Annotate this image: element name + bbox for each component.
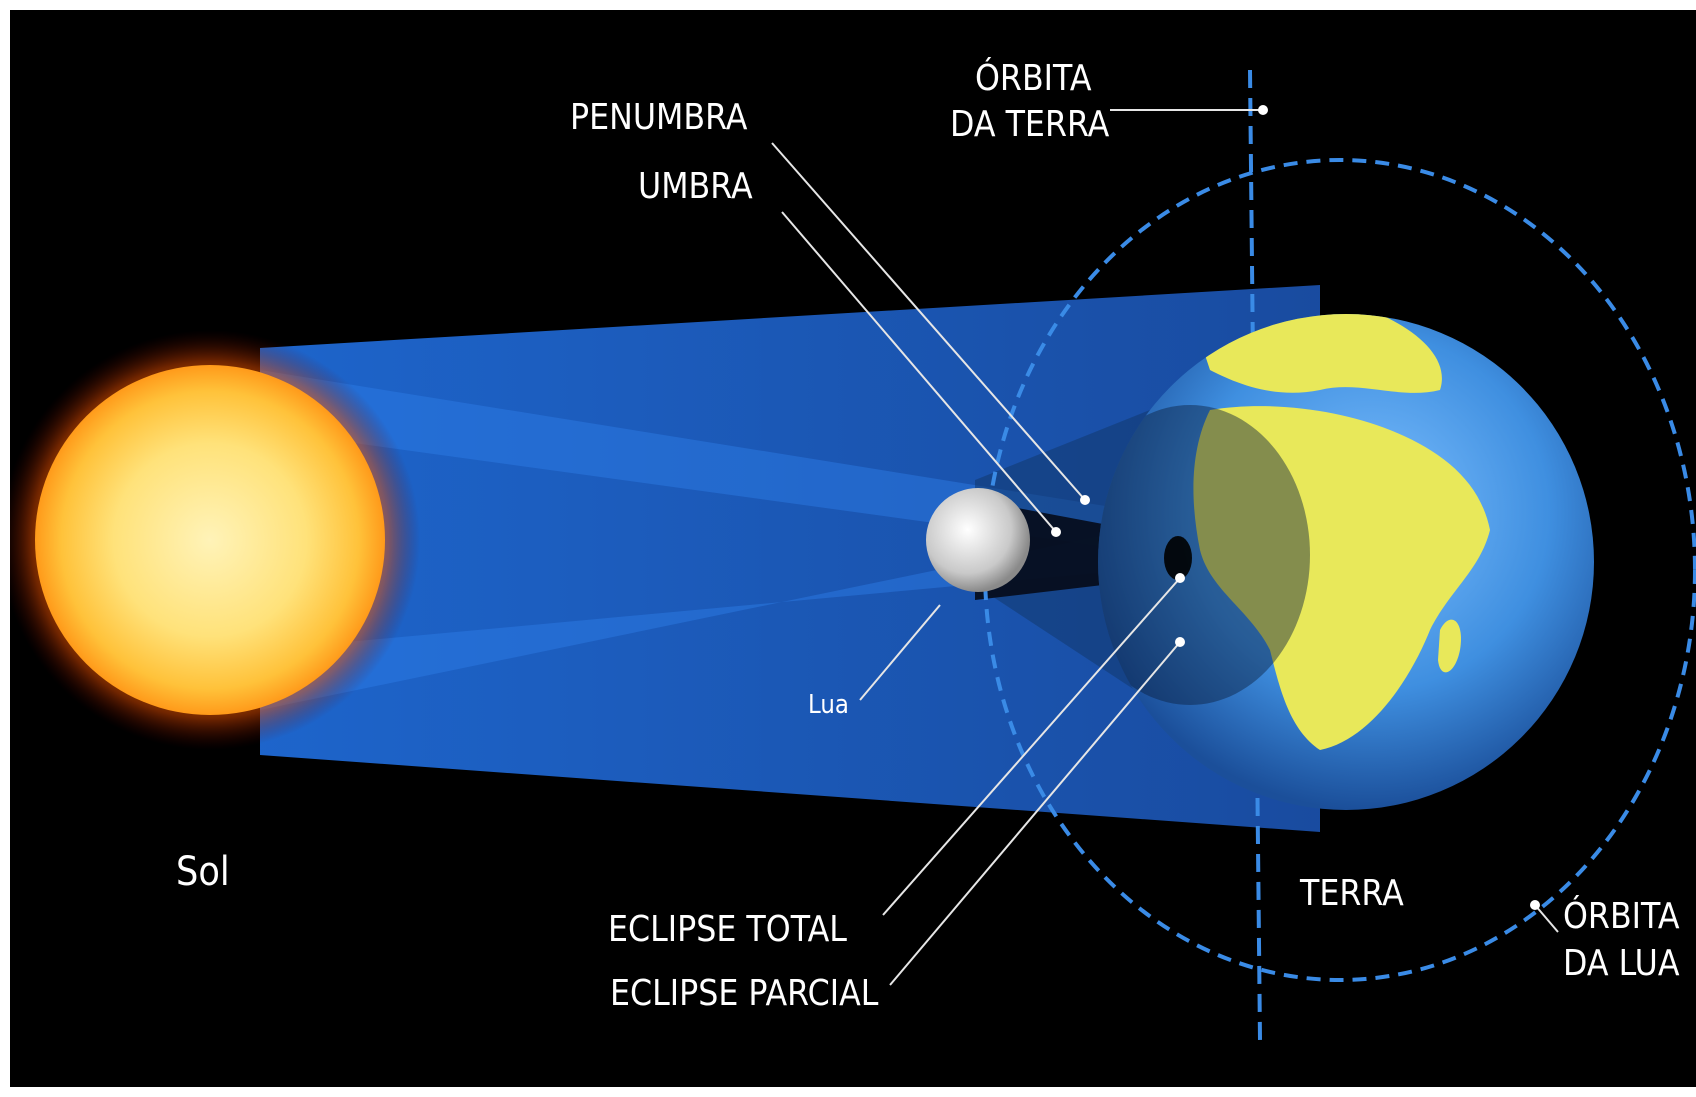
label-eclipse-parcial: ECLIPSE PARCIAL xyxy=(610,973,879,1014)
label-orbita-lua-line2: DA LUA xyxy=(1563,943,1680,984)
dot-eclipse-total xyxy=(1175,573,1185,583)
leader-lines xyxy=(771,109,1559,986)
dot-eclipse-parcial xyxy=(1175,637,1185,647)
lunar-eclipse-diagram: Sol Lua PENUMBRA UMBRA ÓRBITA DA TERRA T… xyxy=(10,10,1696,1087)
penumbra-rays-upper xyxy=(260,370,1130,550)
leader-lua xyxy=(859,604,941,701)
label-terra: TERRA xyxy=(1300,873,1404,914)
leader-eclipse-total xyxy=(882,577,1181,916)
dot-umbra xyxy=(1051,527,1061,537)
leader-dots xyxy=(1051,105,1540,910)
penumbra-rays-lower xyxy=(260,530,1130,710)
label-umbra: UMBRA xyxy=(638,166,753,207)
leader-eclipse-parcial xyxy=(889,641,1181,986)
label-penumbra: PENUMBRA xyxy=(570,97,748,138)
leader-penumbra xyxy=(771,142,1086,501)
dot-orbita-terra xyxy=(1258,105,1268,115)
dot-orbita-lua xyxy=(1530,900,1540,910)
sun xyxy=(35,365,385,715)
earth-land-africa xyxy=(1193,406,1490,750)
light-beam xyxy=(260,285,1320,832)
label-lua: Lua xyxy=(808,690,849,720)
label-sol: Sol xyxy=(176,849,230,895)
earth-umbra-shadow xyxy=(1164,536,1192,580)
label-orbita-terra-line1: ÓRBITA xyxy=(975,58,1092,99)
diagram-graphics xyxy=(10,69,1696,1041)
dot-penumbra xyxy=(1080,495,1090,505)
moon xyxy=(926,488,1030,592)
label-orbita-terra-line2: DA TERRA xyxy=(950,104,1110,145)
label-orbita-lua-line1: ÓRBITA xyxy=(1563,896,1680,937)
leader-orbita-lua xyxy=(1534,904,1559,933)
earth-land-madagascar xyxy=(1438,619,1461,673)
leader-umbra xyxy=(781,211,1057,533)
label-eclipse-total: ECLIPSE TOTAL xyxy=(608,909,847,950)
earth xyxy=(1098,314,1594,810)
